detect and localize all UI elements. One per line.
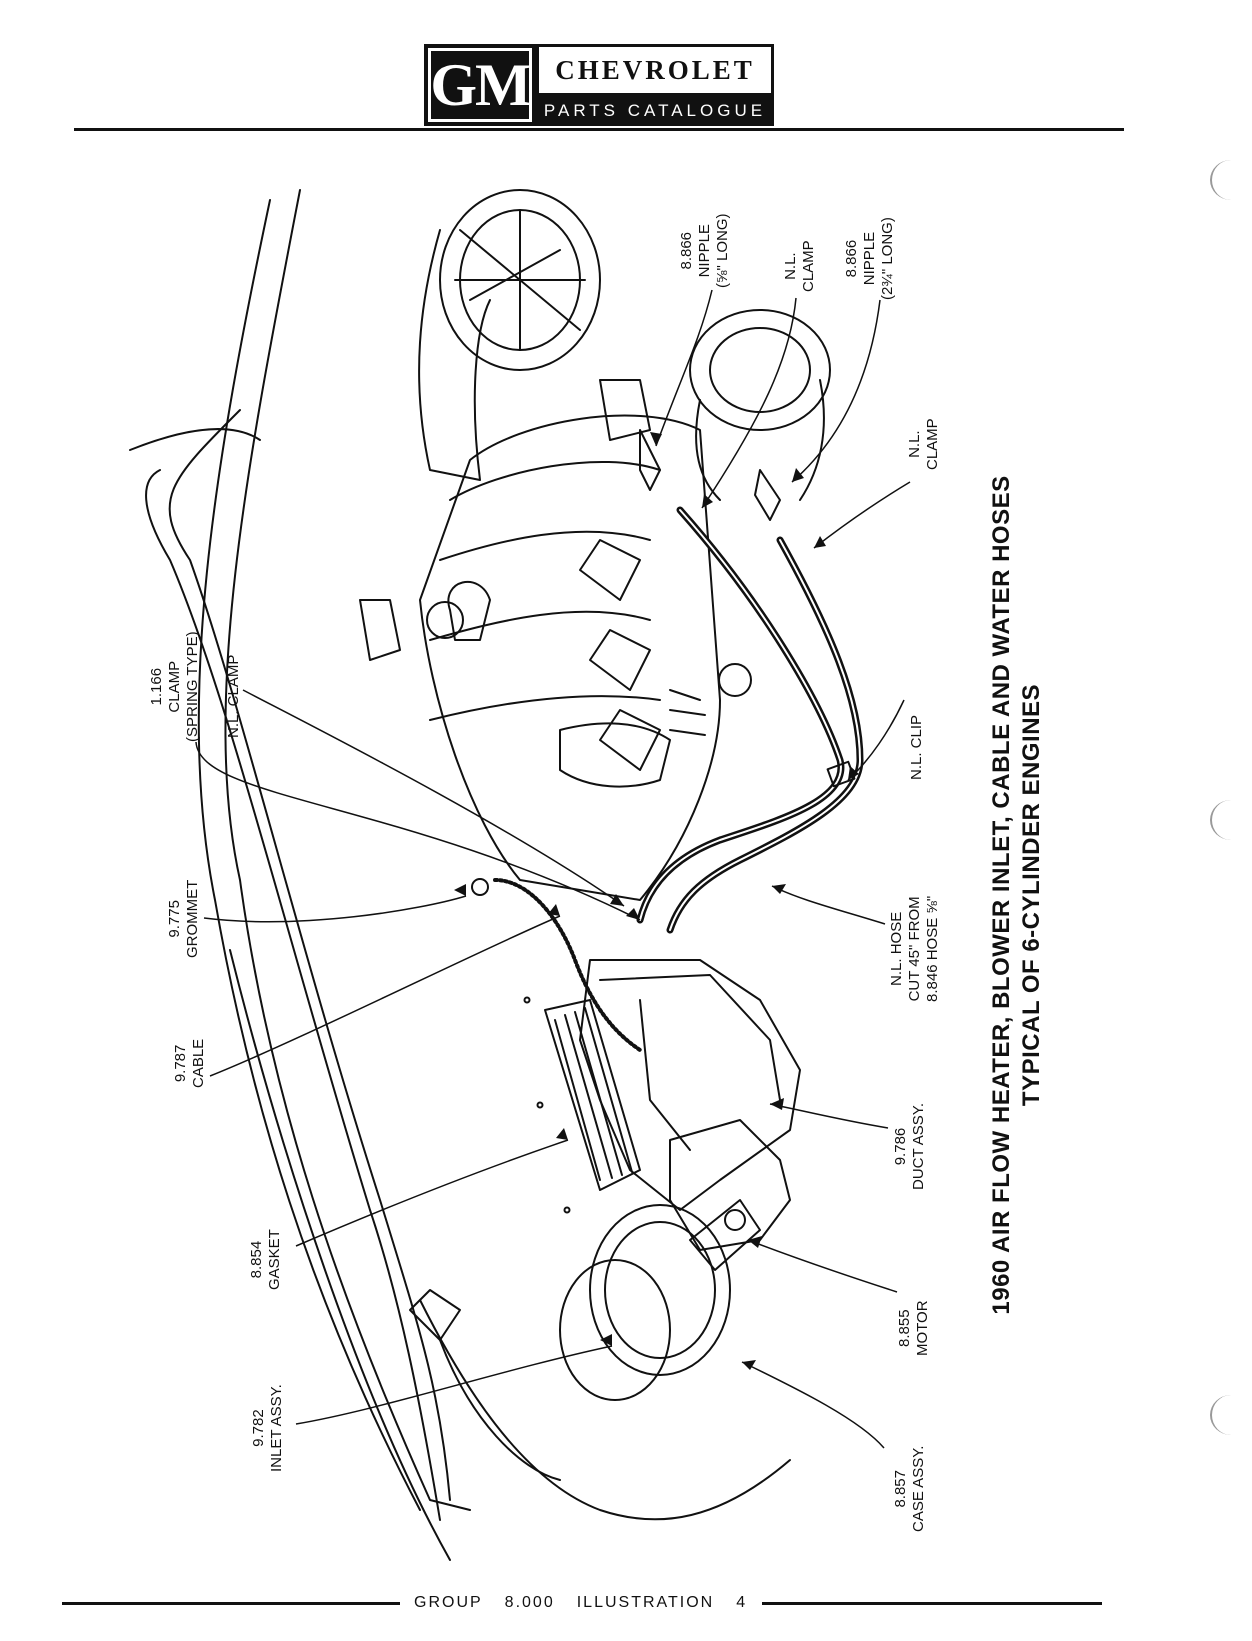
punch-hole-bottom <box>1210 1395 1252 1435</box>
callout-nipple-long: 8.866 NIPPLE (2¾" LONG) <box>843 217 896 300</box>
callout-grommet: 9.775 GROMMET <box>166 879 201 958</box>
footer-illustration-number: 4 <box>736 1594 748 1611</box>
callout-inlet: 9.782 INLET ASSY. <box>250 1384 285 1472</box>
catalogue-header: GM CHEVROLET PARTS CATALOGUE <box>424 44 774 126</box>
callout-clip: N.L. CLIP <box>908 714 925 780</box>
gm-logo: GM <box>424 44 536 126</box>
footer-rule-right <box>762 1602 1102 1605</box>
callout-cable: 9.787 CABLE <box>172 1038 207 1088</box>
callout-clamp-right: N.L. CLAMP <box>906 418 941 470</box>
callout-nl-clamp-left: N.L. CLAMP <box>225 654 242 738</box>
callout-spring-clamp: 1.166 CLAMP (SPRING TYPE) <box>148 631 201 742</box>
brand-name: CHEVROLET <box>536 44 774 96</box>
diagram-title: 1960 AIR FLOW HEATER, BLOWER INLET, CABL… <box>987 400 1047 1390</box>
footer-illustration-label: ILLUSTRATION <box>576 1594 715 1611</box>
callout-duct: 9.786 DUCT ASSY. <box>892 1103 927 1190</box>
footer-caption: GROUP 8.000 ILLUSTRATION 4 <box>414 1594 769 1612</box>
callout-case: 8.857 CASE ASSY. <box>892 1445 927 1532</box>
diagram-title-line2: TYPICAL OF 6-CYLINDER ENGINES <box>1018 683 1045 1107</box>
callout-nipple-short: 8.866 NIPPLE (⅝" LONG) <box>678 213 731 288</box>
callout-hose: N.L. HOSE CUT 45" FROM 8.846 HOSE ⅝" <box>888 895 941 1002</box>
header-rule <box>74 128 1124 131</box>
callout-gasket: 8.854 GASKET <box>248 1229 283 1290</box>
callout-motor: 8.855 MOTOR <box>896 1300 931 1356</box>
footer-group-number: 8.000 <box>504 1594 555 1611</box>
punch-hole-middle <box>1210 800 1252 840</box>
footer-group-label: GROUP <box>414 1594 483 1611</box>
punch-hole-top <box>1210 160 1252 200</box>
callout-clamp-top: N.L. CLAMP <box>782 240 817 292</box>
diagram-title-line1: 1960 AIR FLOW HEATER, BLOWER INLET, CABL… <box>988 475 1015 1315</box>
footer-rule-left <box>62 1602 400 1605</box>
catalogue-subtitle: PARTS CATALOGUE <box>536 96 774 126</box>
